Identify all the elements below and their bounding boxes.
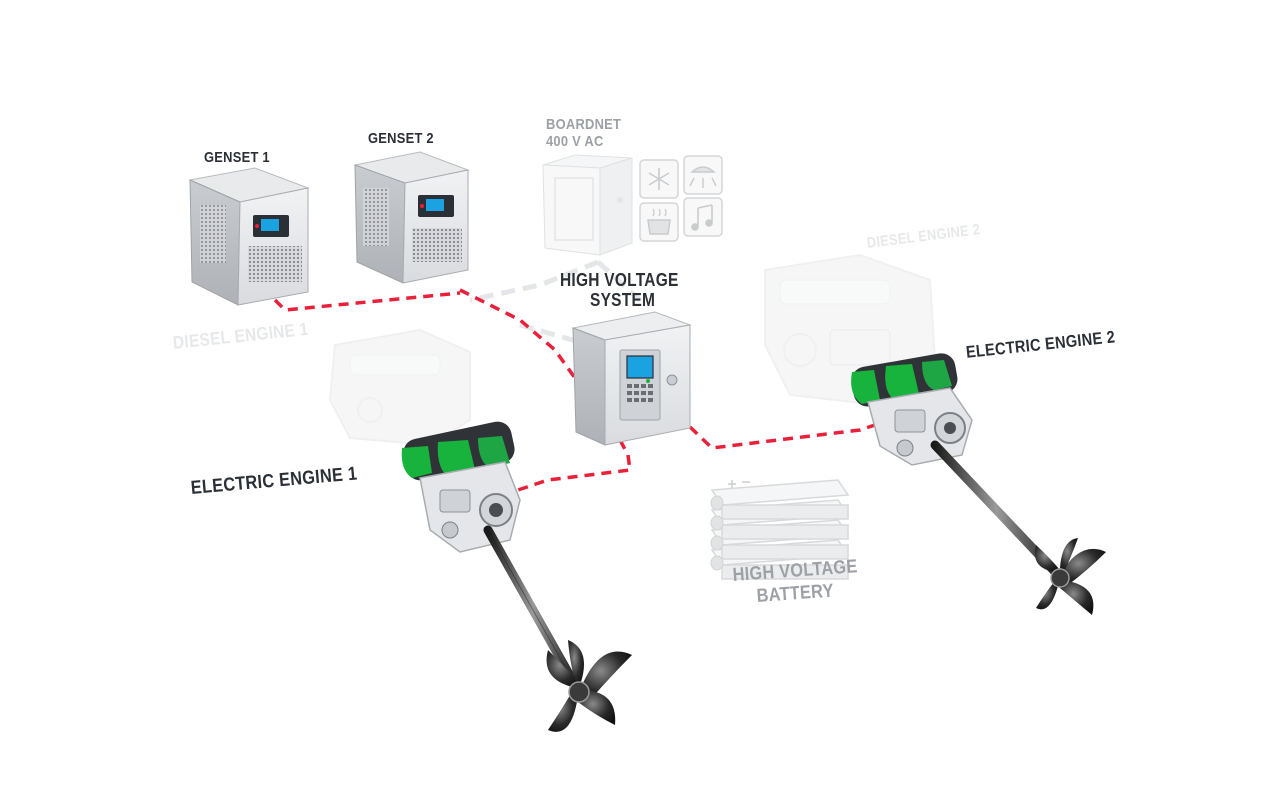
- boardnet-consumer-icons: [639, 155, 723, 242]
- genset-2-unit: [353, 151, 470, 284]
- snowflake-icon: [639, 159, 679, 199]
- music-note-icon: [683, 197, 723, 237]
- hv-system-label: HIGH VOLTAGE SYSTEM: [560, 270, 680, 310]
- boardnet-cabinet: [542, 154, 633, 256]
- propeller-shaft-1: [483, 525, 583, 695]
- electric-engine-1-unit: [401, 421, 521, 553]
- genset-2-label: GENSET 2: [368, 130, 434, 147]
- high-voltage-battery: [710, 479, 850, 580]
- genset-1-label: GENSET 1: [204, 149, 270, 166]
- cooking-pot-icon: [639, 202, 679, 242]
- hv-battery-label: HIGH VOLTAGE BATTERY: [732, 556, 872, 608]
- propeller-2: [1034, 538, 1106, 615]
- ac-connection-lines: [469, 259, 642, 348]
- high-voltage-system-cabinet: [571, 311, 692, 446]
- boardnet-label-line1: BOARDNET: [546, 116, 622, 133]
- electric-engine-2-unit: [851, 353, 973, 466]
- boardnet-label: BOARDNET 400 V AC: [546, 116, 633, 151]
- boardnet-label-line2: 400 V AC: [546, 132, 604, 150]
- diesel-engine-1: [328, 328, 471, 447]
- hv-system-label-line1: HIGH VOLTAGE: [560, 270, 679, 290]
- propeller-1: [546, 640, 632, 732]
- light-icon: [683, 155, 723, 195]
- genset-1-unit: [188, 167, 310, 306]
- hv-system-label-line2: SYSTEM: [590, 290, 656, 311]
